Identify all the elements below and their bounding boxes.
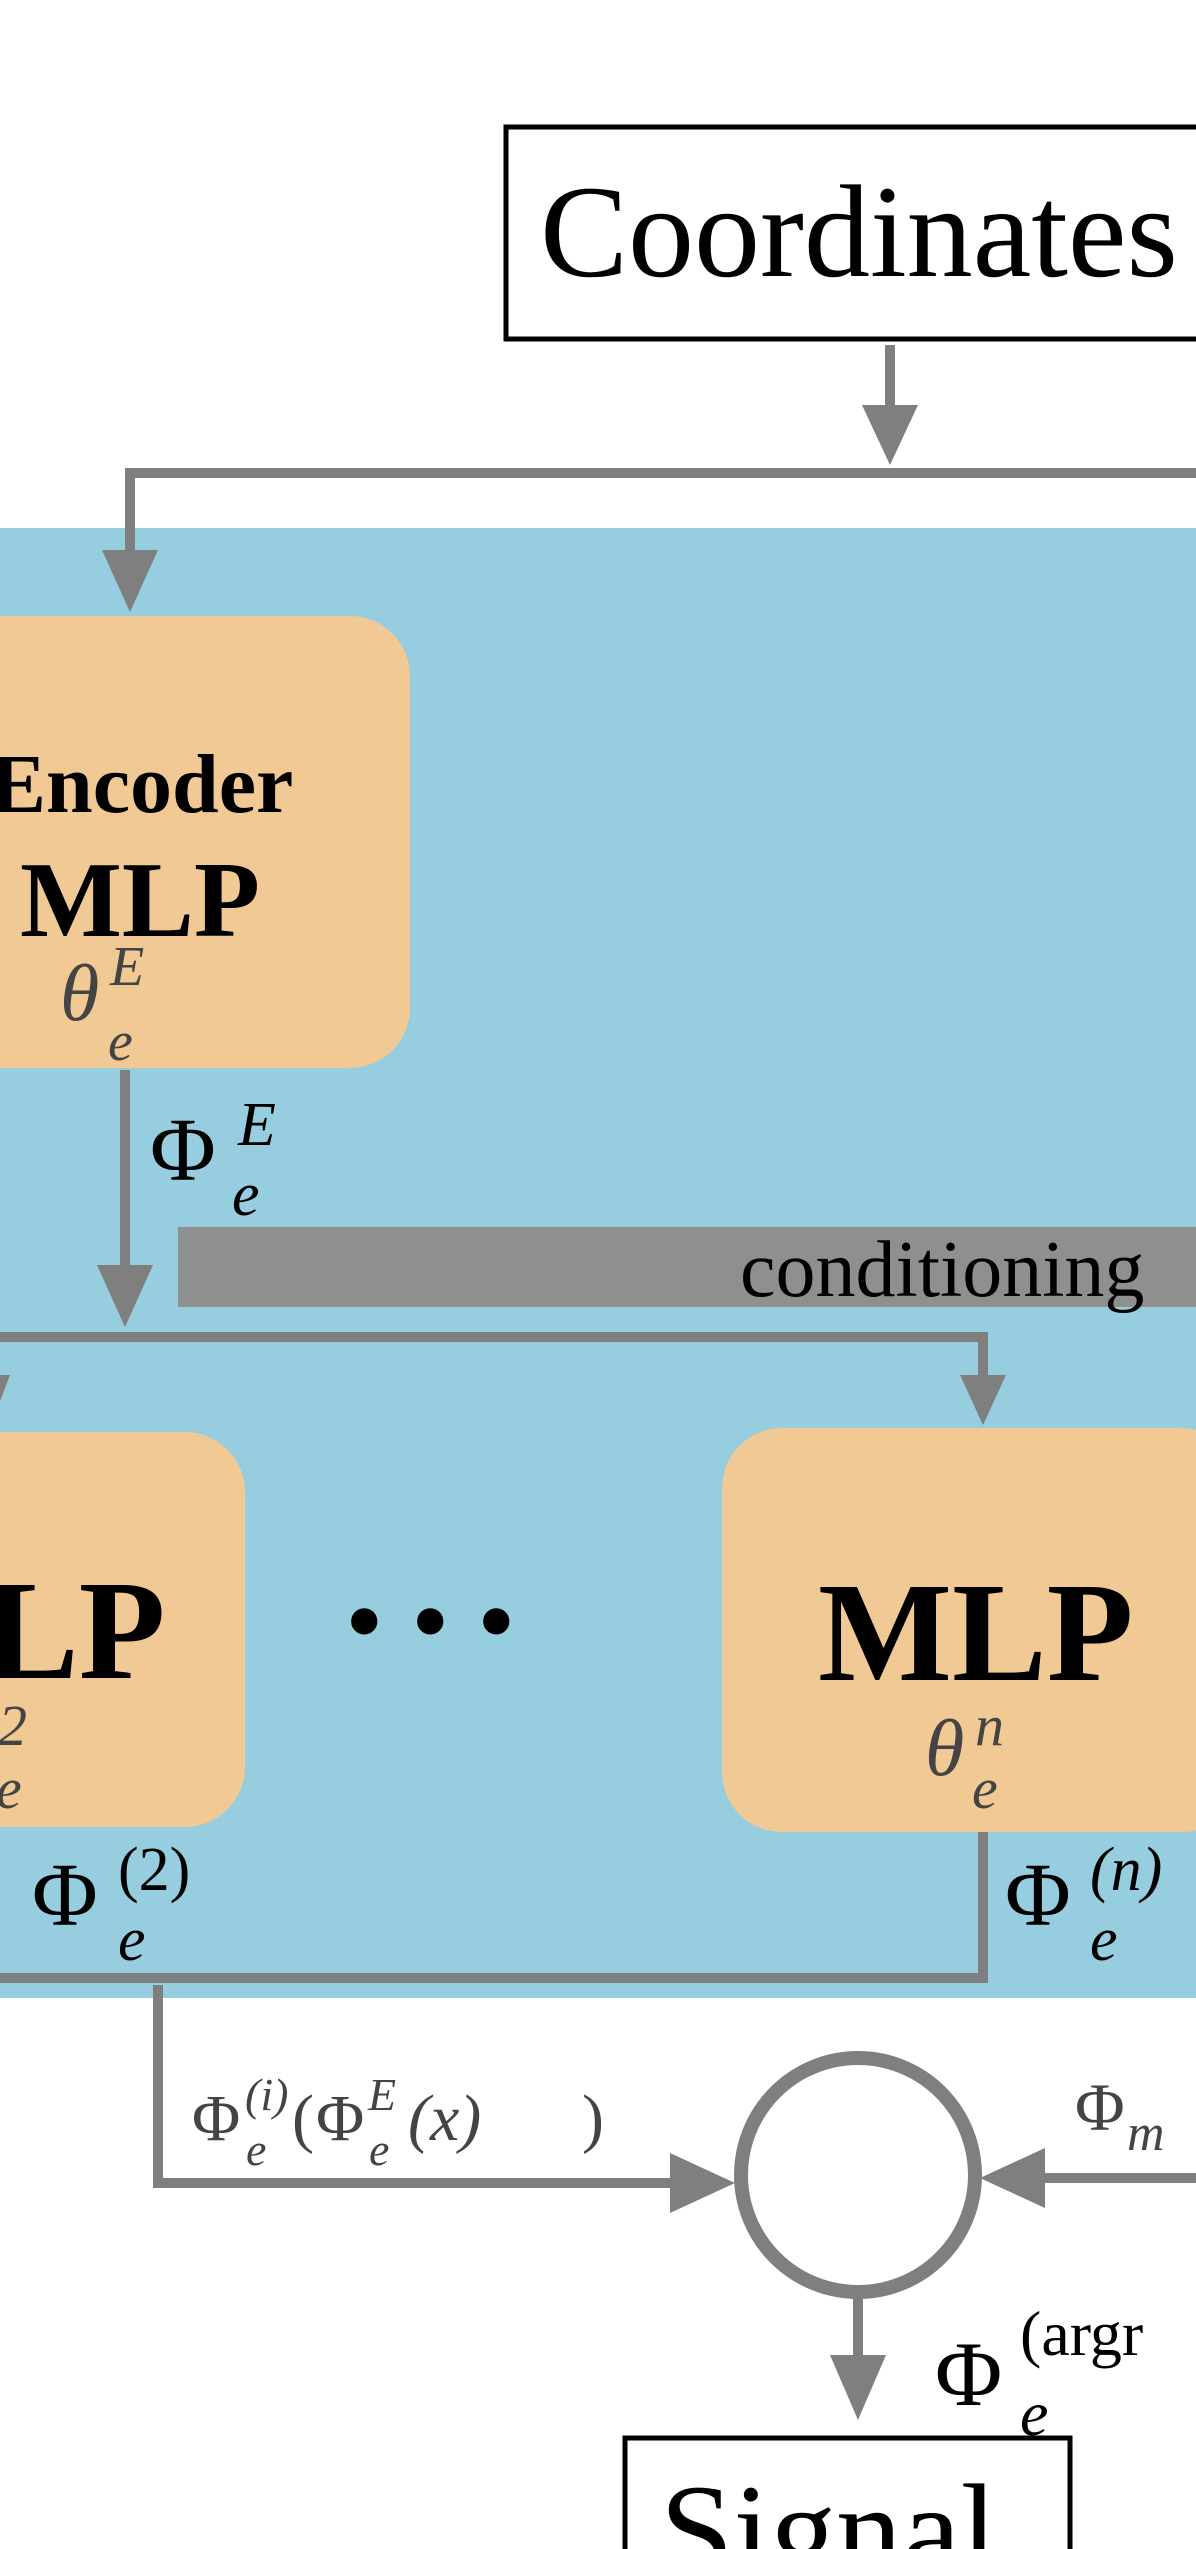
signal-label: Signal <box>660 2457 997 2549</box>
conditioning-label: conditioning <box>740 1226 1144 1314</box>
encoder-mlp-param: θ E e <box>60 915 164 1073</box>
mlp-2-output-label: Φ (2) e <box>32 1811 213 1974</box>
experts-to-combiner-arrowhead <box>670 2153 735 2213</box>
encoder-input-arrowhead <box>102 550 158 612</box>
combiner-output-arrowhead <box>830 2355 886 2420</box>
mlp-n-label: MLP <box>818 1553 1133 1711</box>
expert-output-inner-sub: e <box>369 2124 389 2175</box>
encoder-param-sup: E <box>109 936 144 998</box>
encoder-output-sup: E <box>237 1091 276 1159</box>
mlp-n-output-base: Φ <box>1005 1846 1071 1945</box>
mlp-2-param: θ 2 e <box>0 1675 47 1821</box>
manager-output-label: Φ m <box>1075 2069 1165 2162</box>
mlp-n-block <box>722 1428 1196 1832</box>
combiner-node <box>734 2051 982 2299</box>
mlp-n-param-base: θ <box>925 1705 964 1793</box>
mlp-n-output-sub: e <box>1090 1906 1118 1974</box>
encoder-param-base: θ <box>60 950 99 1038</box>
coordinates-label: Coordinates <box>540 158 1178 305</box>
expert-output-inner-base: Φ <box>316 2082 364 2155</box>
expert-output-paren-close: ) <box>582 2082 604 2155</box>
mlp-2-label: MLP <box>0 1551 165 1709</box>
encoder-output-sub: e <box>232 1161 260 1229</box>
encoder-mlp-block <box>0 616 410 1068</box>
mlp-n-output-sup: (n) <box>1090 1836 1162 1904</box>
mlp-n-output-label: Φ (n) e <box>1005 1811 1185 1974</box>
manager-output-sub: m <box>1127 2105 1165 2162</box>
mlp-n-param-sub: e <box>972 1756 998 1821</box>
manager-output-base: Φ <box>1075 2069 1125 2145</box>
expert-ellipsis: • • • <box>345 1560 516 1682</box>
mlp-2-param-sup: 2 <box>0 1693 27 1758</box>
mlp-n-param-sup: n <box>975 1693 1004 1758</box>
mlp-2-output-sup: (2) <box>118 1836 190 1904</box>
mlp-2-output-sub: e <box>118 1906 146 1974</box>
encoder-output-base: Φ <box>150 1101 216 1200</box>
expert-output-arg: (x) <box>408 2082 481 2155</box>
mlp-n-param: θ n e <box>925 1675 1024 1821</box>
manager-input-arrowhead <box>980 2148 1045 2208</box>
encoder-output-label: Φ E e <box>150 1066 298 1229</box>
encoder-param-sub: e <box>108 1011 133 1073</box>
expert-output-sup: (i) <box>245 2069 288 2120</box>
expert-output-base: Φ <box>192 2082 240 2155</box>
coordinates-arrowhead <box>862 405 918 465</box>
mlp-2-output-base: Φ <box>32 1846 98 1945</box>
mlp-1-input-arrowhead <box>0 1375 10 1402</box>
signal-box <box>622 2435 1073 2549</box>
mlp-2-param-sub: e <box>0 1756 22 1821</box>
expert-output-paren-open: ( <box>292 2082 314 2155</box>
expert-output-sub: e <box>246 2124 266 2175</box>
final-output-base: Φ <box>935 2323 1002 2425</box>
expert-output-inner-sup: E <box>367 2069 396 2120</box>
encoder-mlp-line1: Encoder <box>0 738 293 831</box>
encoder-output-arrowhead <box>97 1265 153 1327</box>
expert-output-label: Φ (i) e ( Φ E e (x) ) <box>192 2052 604 2180</box>
final-output-sup: (argr <box>1020 2298 1143 2369</box>
final-output-label: Φ (argr e <box>935 2273 1166 2449</box>
coordinates-box <box>503 124 1196 342</box>
encoder-mlp-line2: MLP <box>20 841 260 960</box>
mlp-n-input-arrowhead <box>960 1375 1006 1425</box>
conditioning-bar <box>178 1227 1196 1307</box>
mlp-2-block <box>0 1432 245 1827</box>
